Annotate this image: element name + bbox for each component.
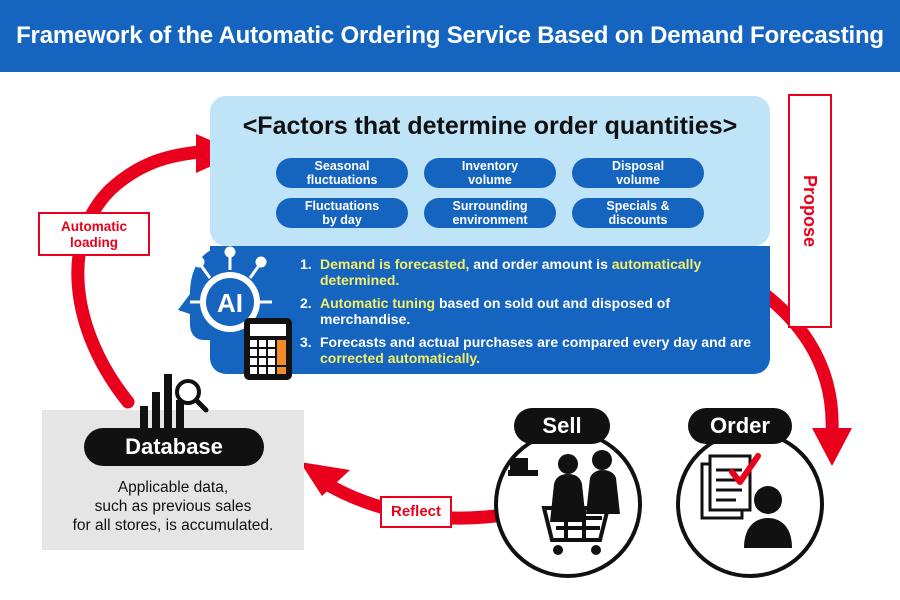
shopping-cart-icon bbox=[508, 450, 620, 555]
document-user-icon bbox=[700, 453, 792, 548]
database-description: Applicable data, such as previous sales … bbox=[72, 479, 274, 534]
step-highlight: automatically determined. bbox=[320, 256, 702, 288]
ai-label: AI bbox=[217, 288, 243, 318]
arrow-database-to-factors bbox=[71, 145, 207, 409]
step-highlight: corrected automatically bbox=[320, 350, 477, 366]
calculator-icon bbox=[244, 318, 292, 380]
sell-label: Sell bbox=[514, 408, 610, 444]
step-text: and order amount is bbox=[469, 256, 612, 272]
step-number: 2. bbox=[300, 295, 312, 311]
factor-fluctuations-by-day: Fluctuations by day bbox=[276, 198, 408, 228]
automatic-loading-label: Automatic loading bbox=[38, 212, 150, 256]
step-1: 1. Demand is forecasted, and order amoun… bbox=[300, 256, 762, 288]
order-label: Order bbox=[688, 408, 792, 444]
database-title: Database bbox=[84, 428, 264, 466]
factor-disposal-volume: Disposal volume bbox=[572, 158, 704, 188]
step-3: 3. Forecasts and actual purchases are co… bbox=[300, 334, 762, 366]
step-number: 1. bbox=[300, 256, 312, 272]
step-text: Forecasts and actual purchases are compa… bbox=[320, 334, 752, 350]
propose-flag: Propose bbox=[788, 94, 832, 328]
reflect-label: Reflect bbox=[380, 496, 452, 528]
factors-title: <Factors that determine order quantities… bbox=[242, 112, 738, 140]
step-number: 3. bbox=[300, 334, 312, 350]
step-highlight: Automatic tuning bbox=[320, 295, 436, 311]
page-title: Framework of the Automatic Ordering Serv… bbox=[16, 22, 884, 49]
step-2: 2. Automatic tuning based on sold out an… bbox=[300, 295, 762, 327]
arrowhead-to-database bbox=[300, 462, 350, 496]
factor-specials-discounts: Specials & discounts bbox=[572, 198, 704, 228]
factor-seasonal-fluctuations: Seasonal fluctuations bbox=[276, 158, 408, 188]
step-text: . bbox=[476, 350, 481, 366]
step-highlight: Demand is forecasted, bbox=[320, 256, 470, 272]
factor-surrounding-environment: Surrounding environment bbox=[424, 198, 556, 228]
arrowhead-to-order bbox=[812, 428, 852, 466]
bar-chart-search-icon bbox=[140, 374, 209, 430]
factor-inventory-volume: Inventory volume bbox=[424, 158, 556, 188]
propose-label: Propose bbox=[800, 174, 820, 248]
step-text: based on sold out and disposed of mercha… bbox=[320, 295, 671, 327]
steps-panel bbox=[210, 246, 770, 374]
header-bar bbox=[0, 0, 900, 72]
